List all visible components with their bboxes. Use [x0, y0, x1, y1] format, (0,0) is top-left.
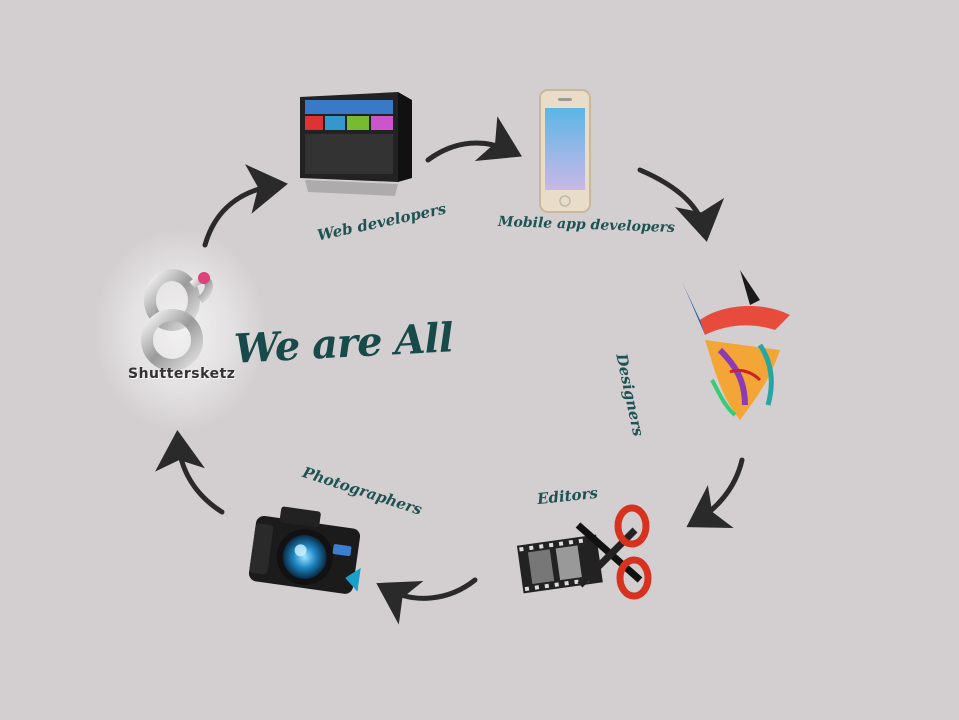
logo-wordmark: Shuttersketz: [128, 366, 236, 382]
arrow-mobile-to-designers: [637, 167, 725, 242]
website-screen-icon: [300, 92, 412, 196]
painted-face-icon: [682, 270, 790, 420]
infinity-knot-logo: [141, 269, 213, 371]
camera-icon: [248, 506, 361, 594]
logo-glow: [95, 230, 265, 430]
arrow-logo-to-web: [202, 164, 288, 248]
arrow-designers-to-editors: [686, 457, 745, 528]
cycle-arrows: [155, 116, 745, 625]
arrow-editors-to-photographers: [376, 577, 478, 625]
arrow-photographers-to-logo: [155, 430, 225, 515]
film-scissors-icon: [516, 504, 652, 600]
smartphone-icon: [539, 89, 591, 213]
arrow-web-to-mobile: [425, 116, 522, 163]
